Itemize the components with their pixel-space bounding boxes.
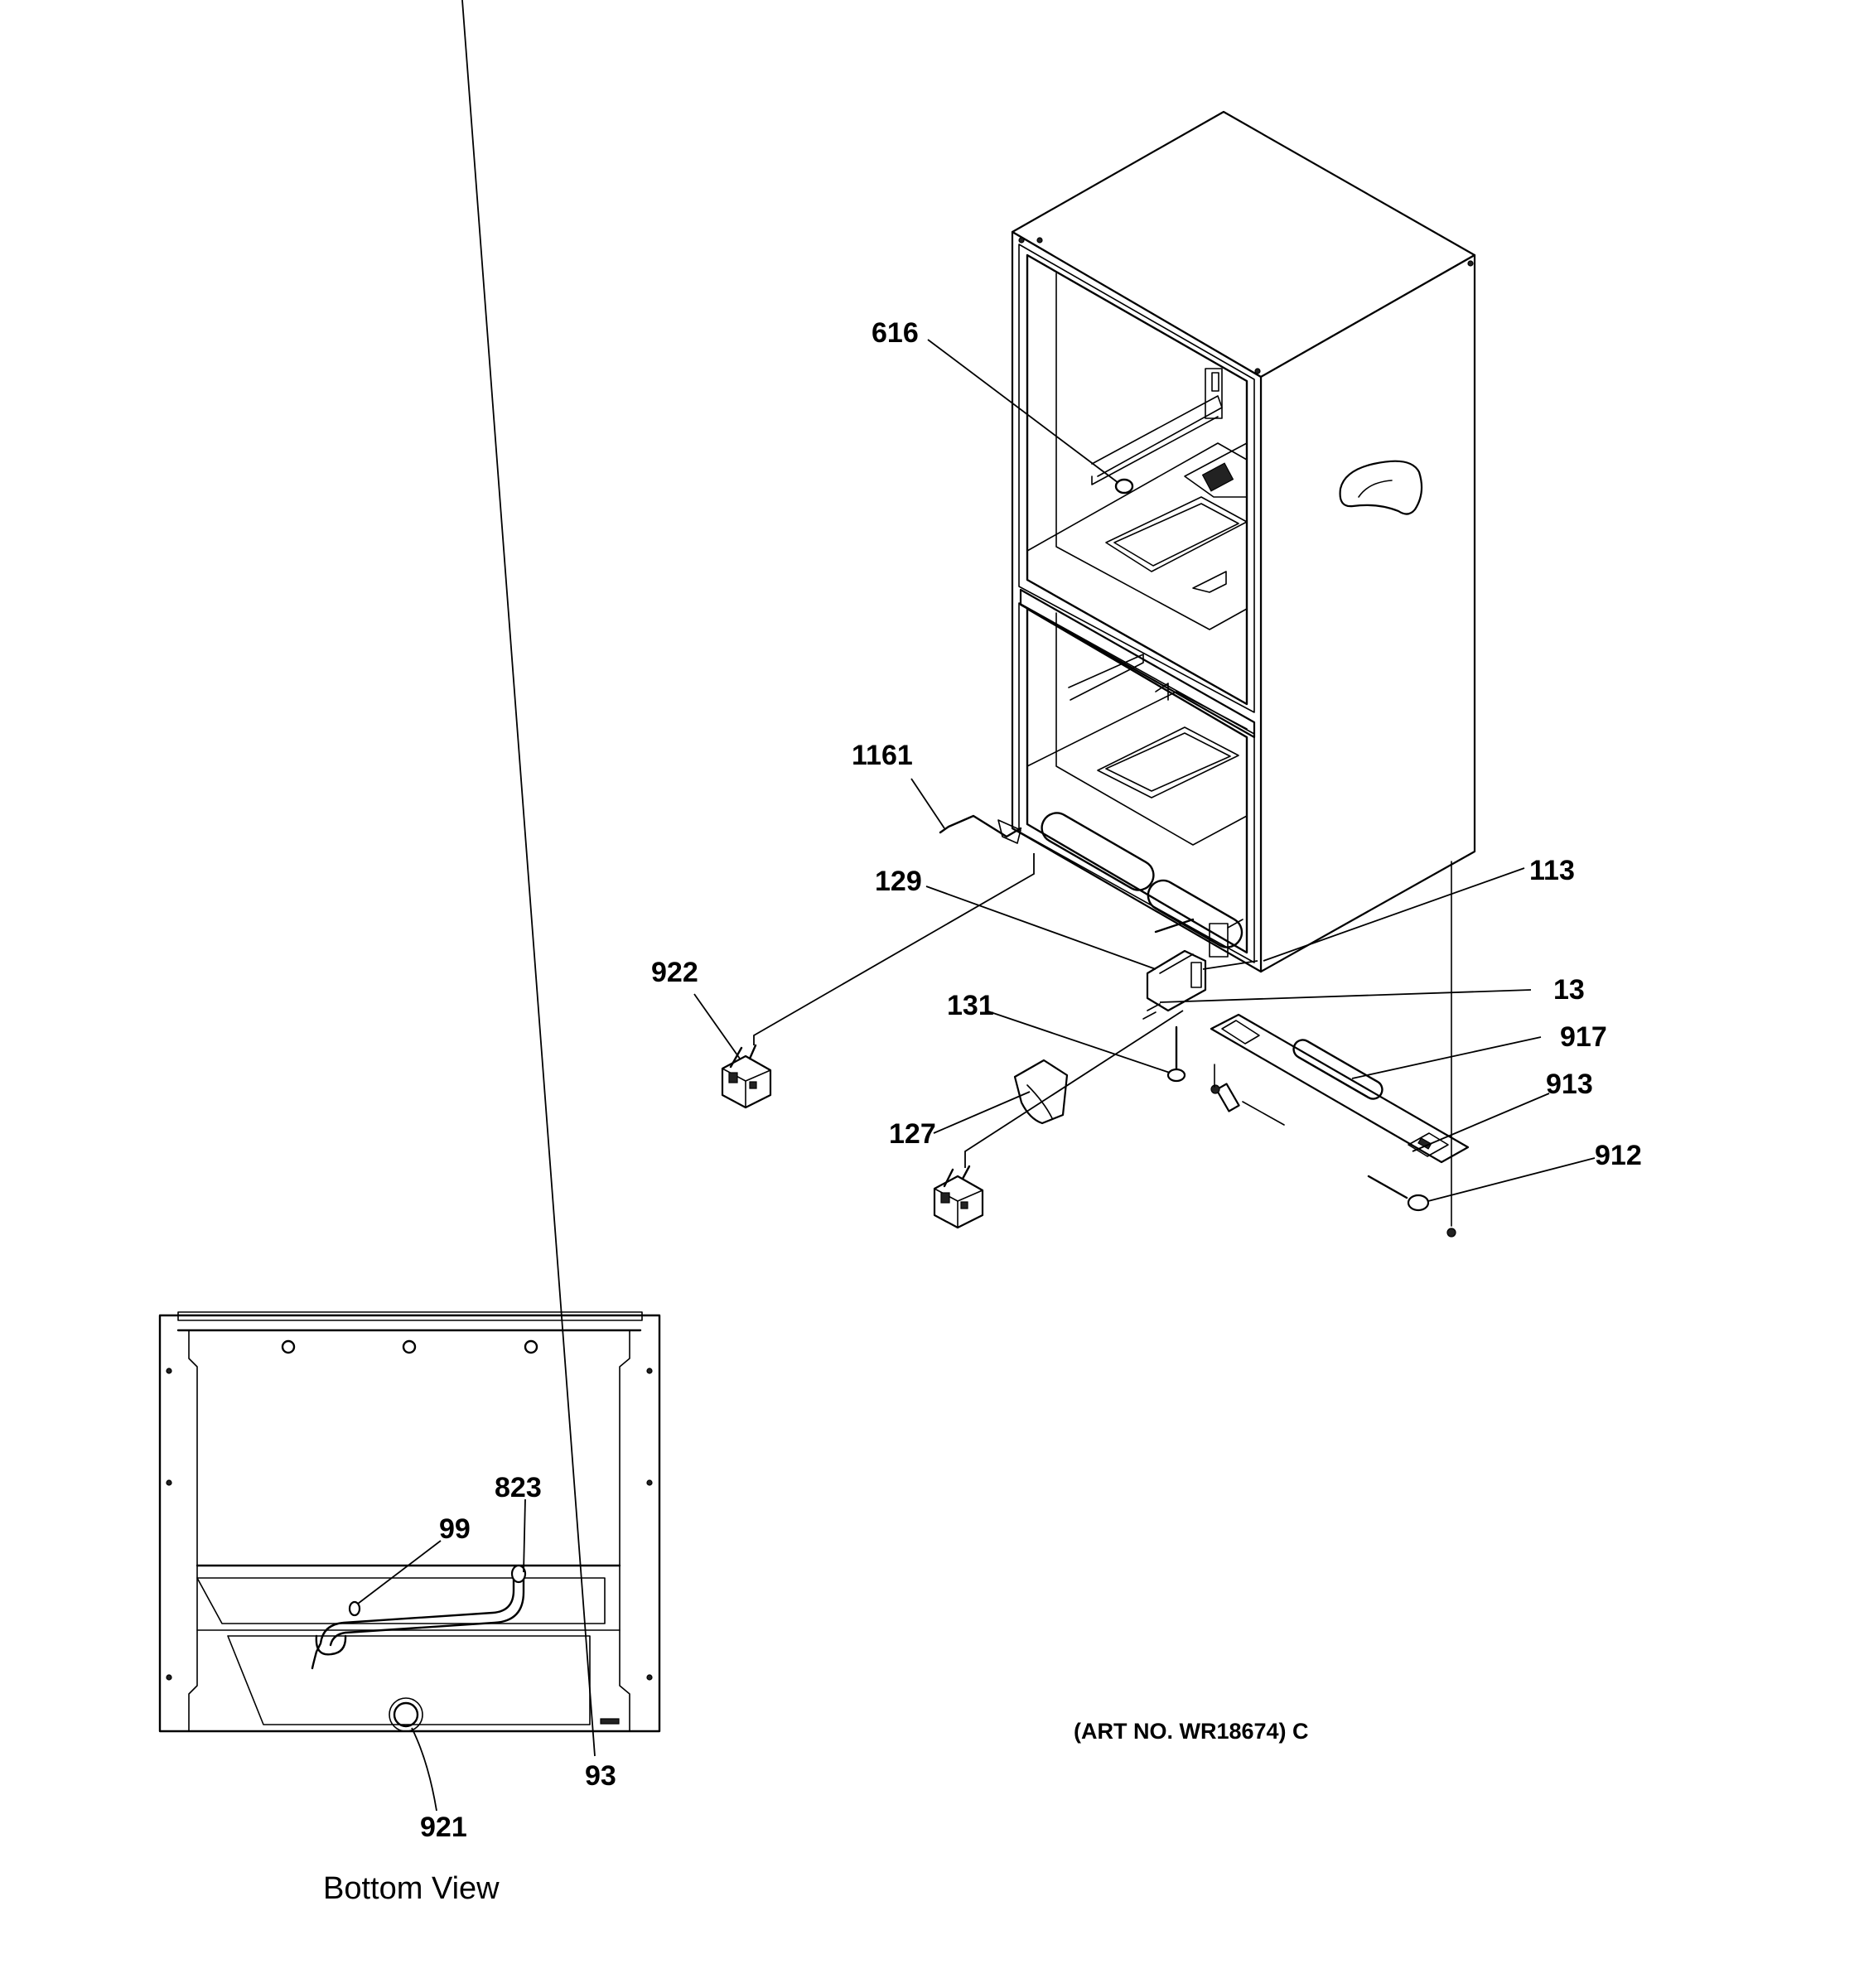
- refrigerator-cabinet: [1011, 110, 1476, 973]
- switch-922-lower: [933, 1165, 984, 1229]
- bottom-view-drawing: [158, 1311, 661, 1733]
- callout-917: 917: [1560, 1021, 1607, 1053]
- callout-922: 922: [651, 957, 698, 988]
- callout-labels: 616 1161 129 113 922 131 13 917 913 127 …: [651, 317, 1642, 1171]
- callout-13: 13: [1553, 974, 1585, 1006]
- art-number: (ART NO. WR18674) C: [1074, 1719, 1309, 1744]
- callout-1161: 1161: [852, 740, 913, 771]
- bottom-view-callouts: 823 99 93 921: [420, 1472, 616, 1843]
- bottom-view-leaders: [357, 0, 596, 1812]
- callout-913: 913: [1546, 1069, 1593, 1100]
- callout-129: 129: [875, 866, 922, 897]
- callout-113: 113: [1529, 855, 1575, 886]
- callout-93: 93: [585, 1760, 616, 1792]
- switch-922: [721, 1044, 772, 1109]
- callout-127: 127: [889, 1118, 936, 1150]
- small-parts: [721, 814, 1470, 1238]
- callout-912: 912: [1595, 1140, 1642, 1171]
- bottom-view-caption: Bottom View: [323, 1871, 500, 1906]
- leader-lines: [693, 339, 1596, 1202]
- callout-131: 131: [947, 990, 994, 1021]
- callout-616: 616: [872, 317, 919, 349]
- callout-823: 823: [495, 1472, 542, 1503]
- callout-99: 99: [439, 1513, 471, 1545]
- callout-921: 921: [420, 1812, 467, 1843]
